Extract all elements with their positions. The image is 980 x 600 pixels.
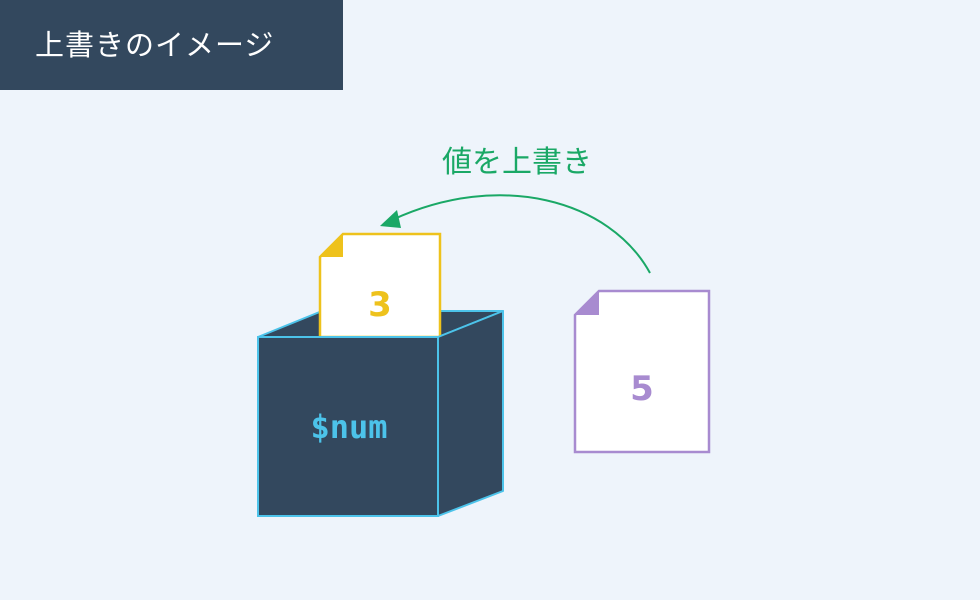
box-side-face bbox=[437, 310, 504, 517]
overwrite-caption: 値を上書き bbox=[442, 145, 592, 180]
old-value: 3 bbox=[368, 285, 392, 325]
overwrite-arrowhead bbox=[380, 210, 401, 228]
page-title: 上書きのイメージ bbox=[0, 0, 343, 90]
new-value-document: 5 bbox=[573, 289, 711, 454]
overwrite-arrow bbox=[391, 194, 651, 274]
variable-name-label: $num bbox=[310, 408, 387, 446]
old-value-document: 3 bbox=[318, 232, 442, 339]
new-value: 5 bbox=[630, 369, 654, 409]
box-front-face bbox=[257, 336, 439, 517]
new-doc-corner-fold bbox=[575, 291, 599, 315]
old-doc-corner-fold bbox=[320, 234, 343, 257]
